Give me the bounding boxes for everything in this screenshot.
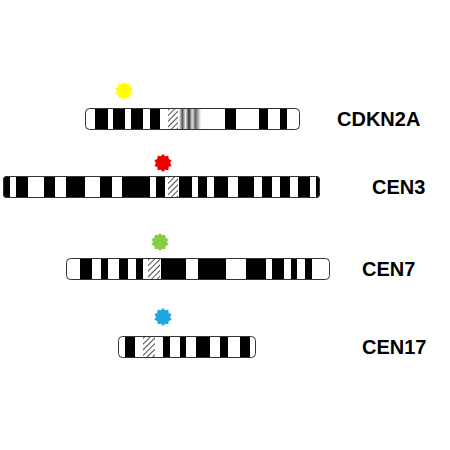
chromosome-band (214, 176, 228, 198)
chromosome-band (101, 258, 108, 280)
chromosome-band (225, 108, 236, 130)
chromosome-band (291, 258, 297, 280)
chromosome-band (179, 176, 192, 198)
chromosome-band (125, 336, 135, 358)
probe-signal (115, 82, 132, 100)
chromosome-band (136, 258, 143, 280)
probe-signal (154, 308, 171, 326)
chromosome-band (131, 108, 143, 130)
probe-label: CEN7 (362, 259, 415, 279)
probe-signal (154, 154, 171, 172)
chromosome-band (44, 176, 55, 198)
chromosome (3, 176, 320, 198)
centromere (168, 176, 178, 198)
probe-label: CDKN2A (337, 109, 420, 129)
chromosome-band (122, 176, 150, 198)
heterochromatin (179, 108, 201, 130)
chromosome-band (238, 176, 254, 198)
chromosome-band (198, 258, 226, 280)
chromosome-band (100, 176, 112, 198)
chromosome (66, 258, 330, 280)
chromosome-band (119, 258, 128, 280)
chromosome-band (259, 108, 268, 130)
centromere (148, 258, 160, 280)
chromosome-band (156, 176, 165, 198)
chromosome-band (280, 176, 290, 198)
chromosome-band (113, 108, 125, 130)
probe-signal (151, 233, 168, 251)
chromosome-band (16, 176, 28, 198)
chromosome-band (272, 258, 284, 280)
chromosome-band (198, 176, 207, 198)
chromosome-band (298, 176, 310, 198)
probe-label: CEN3 (372, 177, 425, 197)
chromosome-band (180, 336, 186, 358)
chromosome-band (95, 108, 108, 130)
chromosome-band (150, 108, 160, 130)
probe-label: CEN17 (362, 337, 426, 357)
chromosome-band (163, 336, 170, 358)
chromosome (85, 108, 300, 130)
chromosome-band (240, 336, 250, 358)
chromosome-band (262, 176, 272, 198)
chromosome-band (66, 176, 85, 198)
chromosome-band (220, 336, 228, 358)
chromosome-band (196, 336, 210, 358)
chromosome-band (80, 258, 92, 280)
chromosome-band (305, 258, 312, 280)
chromosome (118, 336, 256, 358)
centromere (168, 108, 178, 130)
chromosome-band (161, 258, 186, 280)
centromere (143, 336, 155, 358)
chromosome-band (280, 108, 287, 130)
chromosome-band (246, 258, 266, 280)
